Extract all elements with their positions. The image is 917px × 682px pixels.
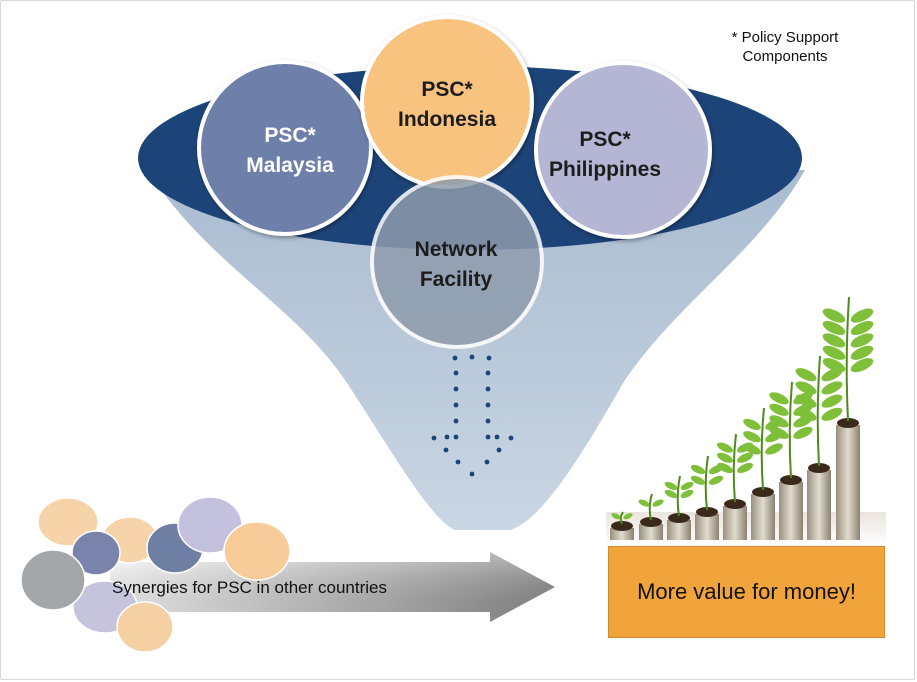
plant-leaf bbox=[769, 415, 789, 428]
malaysia-label-line1: PSC* bbox=[264, 124, 316, 147]
plant-leaf bbox=[652, 499, 664, 507]
growing-coins-image bbox=[606, 296, 886, 546]
soil-mound bbox=[640, 517, 662, 527]
soil-mound bbox=[808, 463, 830, 473]
coin-stack bbox=[807, 470, 831, 540]
synergy-label: Synergies for PSC in other countries bbox=[112, 578, 387, 597]
plant-leaf bbox=[822, 358, 846, 373]
coin-stack bbox=[610, 528, 634, 540]
plant-leaf bbox=[690, 464, 706, 475]
footnote-line2: Components bbox=[742, 48, 828, 65]
synergy-arrow bbox=[110, 552, 555, 622]
soil-mound bbox=[752, 487, 774, 497]
coin-stack bbox=[723, 506, 747, 540]
psc-malaysia-node bbox=[197, 60, 373, 236]
plant-leaf bbox=[795, 368, 817, 382]
plant-leaf bbox=[737, 452, 753, 463]
plant-leaf bbox=[680, 481, 694, 491]
soil-mound bbox=[696, 507, 718, 517]
coin-stack bbox=[751, 494, 775, 540]
plant-leaf bbox=[821, 381, 843, 395]
plant-leaf bbox=[822, 333, 846, 348]
plant-stem bbox=[732, 433, 737, 503]
soil-mound bbox=[668, 513, 690, 523]
coin-stack bbox=[667, 520, 691, 540]
plant-stem bbox=[816, 355, 821, 467]
plant-stem bbox=[788, 381, 793, 479]
plant-leaf bbox=[850, 320, 874, 336]
coin-stack bbox=[639, 524, 663, 540]
plant-leaf bbox=[795, 394, 817, 408]
plant-leaf bbox=[769, 392, 789, 405]
plant-leaf bbox=[795, 381, 817, 395]
plant-leaf bbox=[822, 308, 846, 323]
plant-leaf bbox=[717, 452, 733, 463]
plant-leaf bbox=[611, 513, 621, 520]
footnote-line1: * Policy Support bbox=[731, 29, 839, 46]
coin-stack bbox=[695, 514, 719, 540]
soil-mound bbox=[780, 475, 802, 485]
plant-leaf bbox=[743, 418, 761, 430]
philippines-label-line1: PSC* bbox=[579, 128, 631, 151]
plant-leaf bbox=[821, 394, 843, 408]
soil-mound bbox=[611, 521, 633, 531]
soil-mound bbox=[724, 499, 746, 509]
plant-leaf bbox=[822, 320, 846, 336]
plant-leaf bbox=[638, 499, 650, 507]
plant-leaf bbox=[795, 407, 817, 421]
plant-leaf bbox=[769, 426, 789, 439]
psc-philippines-node bbox=[534, 61, 712, 239]
indonesia-label-line1: PSC* bbox=[421, 78, 473, 101]
plant-leaf bbox=[850, 333, 874, 348]
plant-leaf bbox=[623, 513, 633, 520]
plant-leaf bbox=[850, 308, 874, 323]
network-label-line1: Network bbox=[415, 238, 498, 261]
plant-leaf bbox=[664, 489, 678, 499]
plant-leaf bbox=[664, 481, 678, 491]
plant-leaf bbox=[793, 426, 813, 439]
philippines-label-line2: Philippines bbox=[549, 158, 661, 181]
plant-leaf bbox=[690, 475, 706, 485]
indonesia-label-line2: Indonesia bbox=[398, 108, 496, 131]
plant-leaf bbox=[822, 345, 846, 360]
malaysia-label-line2: Malaysia bbox=[246, 154, 334, 177]
policy-support-footnote: * Policy Support Components bbox=[700, 28, 870, 66]
plant-leaf bbox=[850, 345, 874, 360]
plant-stem bbox=[845, 296, 850, 422]
plant-leaf bbox=[743, 443, 761, 455]
value-for-money-label: More value for money! bbox=[637, 579, 856, 604]
soil-mound bbox=[837, 418, 859, 428]
plant-stem bbox=[760, 407, 765, 491]
network-facility-node bbox=[370, 175, 544, 349]
plant-leaf bbox=[737, 462, 753, 474]
plant-leaf bbox=[717, 442, 733, 453]
plant-leaf bbox=[769, 403, 789, 416]
plant-leaf bbox=[680, 489, 694, 499]
plant-stem bbox=[619, 511, 624, 525]
psc-indonesia-node bbox=[360, 15, 534, 189]
plant-leaf bbox=[821, 407, 843, 421]
plant-leaf bbox=[743, 431, 761, 443]
plant-leaf bbox=[708, 475, 724, 485]
plant-stem bbox=[676, 475, 681, 517]
plant-leaf bbox=[850, 358, 874, 373]
value-for-money-box: More value for money! bbox=[608, 546, 885, 638]
country-bubbles bbox=[20, 496, 291, 653]
plant-leaf bbox=[765, 443, 783, 455]
dotted-down-arrow bbox=[431, 354, 514, 477]
coin-stack bbox=[779, 482, 803, 540]
plant-stem bbox=[704, 455, 709, 511]
coin-stack bbox=[836, 425, 860, 540]
plant-leaf bbox=[717, 462, 733, 474]
plant-stem bbox=[648, 493, 653, 521]
network-label-line2: Facility bbox=[420, 268, 493, 291]
